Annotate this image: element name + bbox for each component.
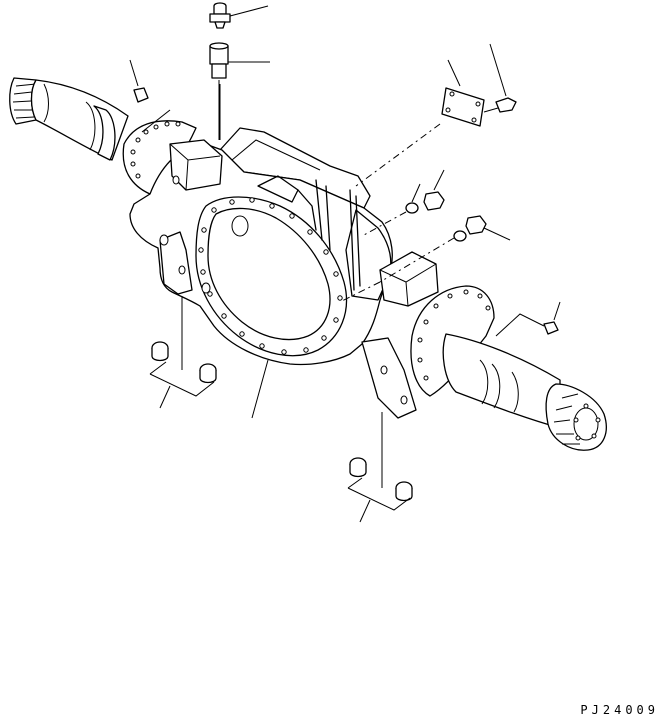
breather-fitting bbox=[209, 2, 269, 29]
breather-adapter bbox=[209, 42, 270, 140]
flange-leader-line bbox=[251, 359, 269, 419]
bushing-pair-right bbox=[347, 412, 413, 523]
housing-ribs bbox=[257, 175, 361, 291]
differential-flange-ring bbox=[195, 196, 348, 357]
cover-plate bbox=[355, 43, 517, 187]
left-axle-spindle bbox=[9, 77, 197, 195]
drain-plug-lower bbox=[339, 215, 511, 303]
right-plug bbox=[495, 301, 561, 337]
drawing-code-label: PJ24009 bbox=[580, 703, 659, 717]
drain-plug-upper bbox=[361, 169, 445, 237]
left-mount-bracket bbox=[159, 139, 223, 295]
right-axle-spindle bbox=[361, 251, 607, 451]
left-plug bbox=[129, 59, 171, 133]
bushing-pair-left bbox=[149, 296, 217, 409]
